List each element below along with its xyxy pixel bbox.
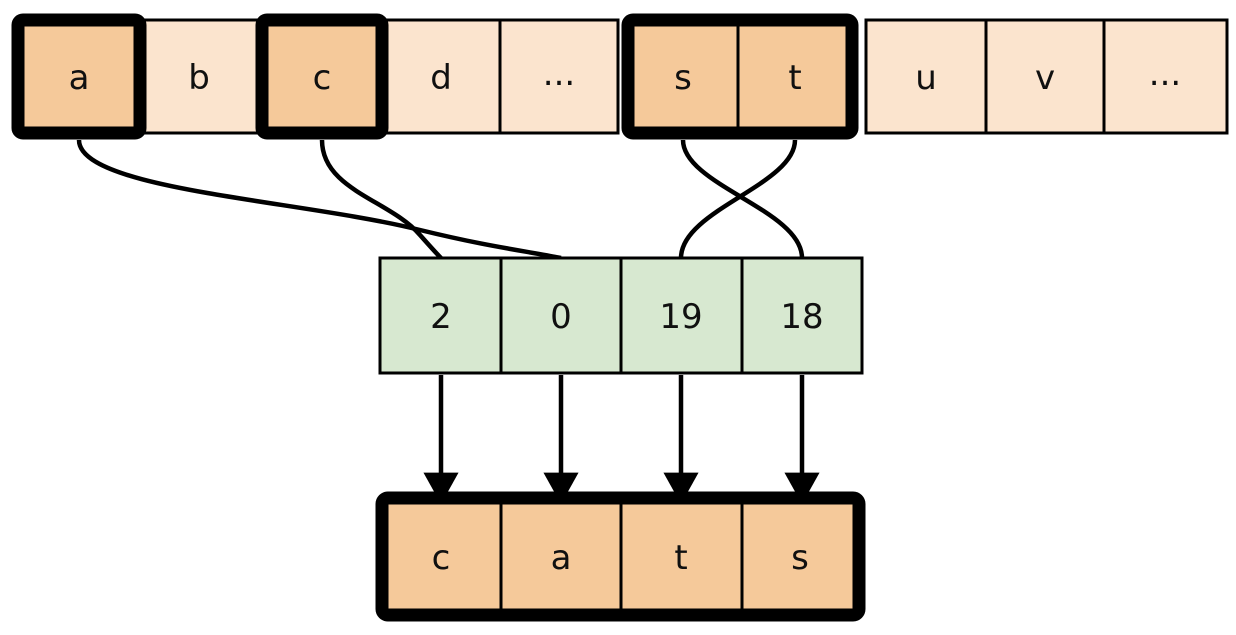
highlight-outline-c [255, 13, 389, 140]
index-cell-0[interactable] [378, 256, 503, 375]
alphabet-cell-t-label: t [788, 58, 801, 98]
connector-c-to-2 [319, 139, 443, 260]
index-cell-3[interactable] [740, 256, 864, 375]
down-arrows [423, 375, 820, 505]
output-cell-2[interactable] [619, 496, 744, 617]
alphabet-cell-s-label: s [674, 58, 692, 98]
output-cell-3-label: s [791, 538, 809, 578]
index-cell-1-label: 0 [550, 297, 572, 337]
output-row: c a t s [375, 491, 866, 622]
alphabet-cell-u[interactable] [864, 18, 988, 135]
output-cell-0-label: c [432, 538, 451, 578]
output-cell-1-label: a [551, 538, 572, 578]
alphabet-cell-v-label: v [1035, 58, 1055, 98]
index-cell-2[interactable] [619, 256, 744, 375]
alphabet-cell-ellipsis-1[interactable] [498, 18, 620, 135]
alphabet-cell-ellipsis-2[interactable] [1102, 18, 1229, 135]
highlight-outline-a [11, 13, 147, 140]
index-cell-1[interactable] [499, 256, 623, 375]
index-cell-2-label: 19 [659, 297, 702, 337]
connector-curves [76, 139, 805, 261]
alphabet-cell-d-label: d [430, 58, 452, 98]
alphabet-cell-b[interactable] [138, 18, 260, 135]
index-cell-0-label: 2 [430, 297, 452, 337]
alphabet-cell-u-label: u [915, 58, 937, 98]
alphabet-cell-ellipsis-2-label: ... [1149, 54, 1181, 94]
alphabet-cell-b-label: b [188, 58, 210, 98]
highlight-outline-output [375, 491, 866, 622]
connector-a-to-0 [76, 139, 562, 261]
alphabet-cell-a-label: a [69, 58, 90, 98]
alphabet-cell-ellipsis-1-label: ... [543, 54, 575, 94]
connector-s-to-18 [680, 139, 805, 259]
output-cell-2-label: t [674, 538, 687, 578]
index-row: 2 0 19 18 [378, 256, 864, 375]
highlight-outline-st [621, 13, 859, 140]
alphabet-row: a b c d ... s t u v ... [11, 13, 1229, 140]
output-cell-3[interactable] [740, 496, 861, 617]
index-cell-3-label: 18 [780, 297, 823, 337]
connector-t-to-19 [678, 139, 798, 259]
alphabet-cell-c-label: c [313, 58, 332, 98]
alphabet-cell-v[interactable] [984, 18, 1106, 135]
